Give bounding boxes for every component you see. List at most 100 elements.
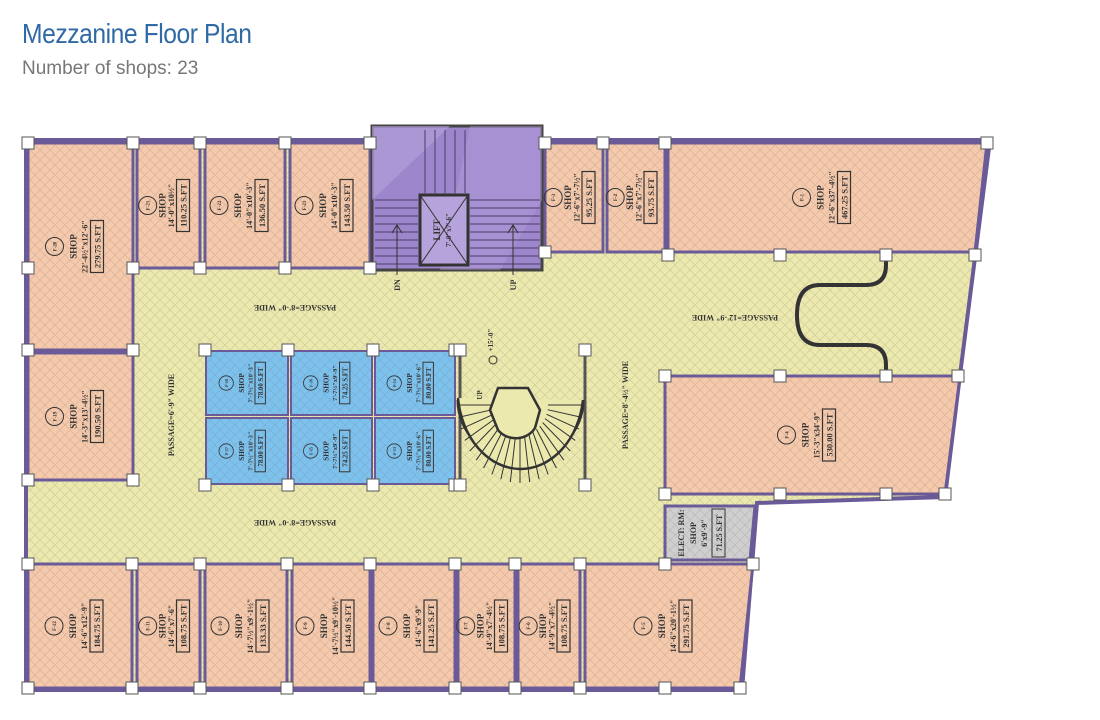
shop-dims: 14'-6"x12'-9": [80, 603, 89, 650]
shop-type: SHOP: [406, 373, 414, 393]
shop-type: SHOP: [318, 193, 328, 218]
shop-area-label: 530.00 S.FT: [825, 413, 835, 457]
shop-id: F-3: [552, 193, 557, 201]
structural-column: [596, 136, 610, 150]
shop-id-badge: [518, 616, 538, 636]
shop-id: F-8: [387, 622, 392, 630]
shop-id: F-12: [53, 621, 58, 631]
shop-type: SHOP: [816, 185, 826, 210]
shop-area-label: 108.75 S.FT: [179, 604, 189, 648]
elect-room-dims: 6'x9'-9": [700, 519, 709, 547]
shop-type: SHOP: [69, 234, 79, 259]
shop-dims: 14'-7½"x9'-10½": [331, 597, 340, 656]
structural-column: [21, 473, 35, 487]
structural-column: [508, 557, 522, 571]
shop-type: SHOP: [234, 613, 244, 638]
structural-column: [193, 136, 207, 150]
curved-wall: [794, 255, 888, 375]
shop-id: F-13: [392, 447, 397, 455]
shop-area-label: 108.75 S.FT: [559, 604, 569, 648]
structural-column: [21, 261, 35, 275]
structural-column: [879, 369, 893, 383]
structural-column: [193, 557, 207, 571]
structural-column: [573, 557, 587, 571]
shop-type: SHOP: [319, 613, 329, 638]
shop-dims: 12'-6"x7'-7½": [635, 173, 644, 222]
shop-id-badge: [378, 616, 398, 636]
level-label: +15'-0": [487, 329, 495, 352]
shop-dims: 15'-3"x34'-9": [813, 412, 822, 459]
passage-bottom-label: PASSAGE=8'-0" WIDE: [254, 518, 336, 527]
shop-id-badge: [45, 237, 64, 256]
shop-id: F-18: [224, 379, 229, 387]
structural-column: [363, 681, 377, 695]
shop-type: SHOP: [563, 185, 573, 210]
shop-type: SHOP: [475, 613, 485, 638]
shop-id-badge: [218, 375, 234, 391]
structural-column: [125, 557, 139, 571]
shop-id: F-1: [801, 193, 806, 201]
structural-column: [773, 487, 787, 501]
shop-area-label: 136.50 S.FT: [257, 184, 267, 228]
structural-column: [281, 343, 295, 357]
shop-id: F-16: [308, 379, 313, 387]
structural-column: [126, 473, 140, 487]
shop-id: F-14: [392, 379, 397, 387]
shop-id-badge: [295, 616, 315, 636]
structural-column: [578, 343, 592, 357]
shop-id-badge: [303, 443, 319, 459]
structural-column: [658, 487, 672, 501]
shop-area-label: 78.00 S.FT: [258, 367, 265, 399]
shop-id-badge: [633, 616, 653, 636]
shop-id: F-7: [464, 622, 469, 630]
structural-column: [21, 557, 35, 571]
spiral-stair: UP +15'-0": [456, 329, 587, 483]
shop-id-badge: [605, 188, 625, 207]
shop-type: SHOP: [322, 441, 330, 461]
shop-dims: 7'-7½"x10'-3": [248, 364, 255, 403]
page-title: Mezzanine Floor Plan: [22, 18, 252, 49]
shop-id-badge: [543, 188, 563, 207]
shop-area-label: 74.25 S.FT: [343, 435, 350, 467]
shop-dims: 7'-7½"x10'-3": [248, 432, 255, 471]
shop-dims: 7'-7½"x9'-9": [332, 365, 339, 401]
structural-column: [733, 681, 747, 695]
shop-id-badge: [138, 196, 158, 215]
shop-dims: 14'-7½"x9'-1½": [246, 599, 255, 654]
shop-type: SHOP: [538, 613, 548, 638]
shop-id: F-21: [146, 200, 151, 210]
shop-id: F-19: [54, 411, 59, 421]
elect-room-type: SHOP: [689, 522, 698, 544]
structural-column: [193, 261, 207, 275]
structural-column: [198, 478, 212, 492]
shop-id: F-22: [218, 200, 223, 210]
shop-area-label: 80.00 S.FT: [426, 435, 433, 467]
structural-column: [658, 557, 672, 571]
elect-room-label: ELECT: RM:: [677, 509, 686, 556]
shop-id: F-2: [614, 193, 619, 201]
